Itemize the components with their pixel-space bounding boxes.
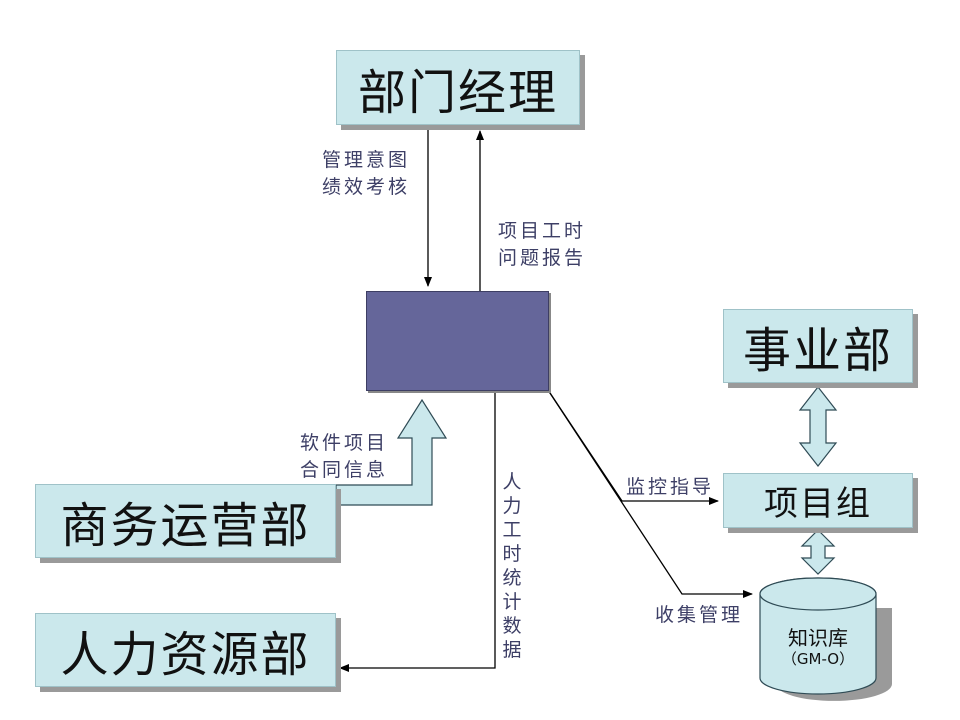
label-hr-stats-vertical: 人 力 工 时 统 计 数 据 [501,470,523,662]
node-hr: 人力资源部 [35,613,336,687]
node-business-unit-label: 事业部 [742,323,893,379]
label-project-hours: 项目工时 [498,220,587,242]
hr-stats-char: 据 [502,639,522,661]
double-arrow-project-kb [800,529,836,575]
label-collect-manage: 收集管理 [655,604,744,626]
node-business-unit: 事业部 [723,309,913,383]
hr-stats-char: 统 [502,567,522,589]
hr-stats-char: 工 [502,519,522,541]
knowledge-base-cylinder [759,577,892,701]
hr-stats-char: 人 [502,471,522,493]
node-project-group-label: 项目组 [764,484,872,524]
node-dept-manager-label: 部门经理 [357,64,558,121]
center-box [366,291,549,391]
label-mgmt-intent: 管理意图 [322,149,411,171]
node-commerce-ops: 商务运营部 [35,484,336,558]
node-project-group: 项目组 [723,473,913,528]
hr-stats-char: 力 [502,495,522,517]
arrow-center-to-hr [339,389,496,672]
label-monitor-guide: 监控指导 [626,476,715,498]
hr-stats-char: 数 [502,615,522,637]
label-contract-info: 合同信息 [300,459,389,481]
knowledge-base-label: 知识库 [788,626,848,650]
arrow-center-to-knowledge-base [547,389,753,598]
double-arrow-bu-project [798,386,838,467]
label-software-project: 软件项目 [300,432,389,454]
hr-stats-char: 计 [502,591,522,613]
node-dept-manager: 部门经理 [336,50,580,125]
label-issue-report: 问题报告 [498,247,587,269]
knowledge-base-code: （GM-O） [781,650,855,668]
label-perf-review: 绩效考核 [322,176,411,198]
node-commerce-ops-label: 商务运营部 [60,498,311,554]
node-hr-label: 人力资源部 [60,627,311,683]
hollow-arrow-commerce-to-center [335,398,448,506]
hr-stats-char: 时 [502,543,522,565]
